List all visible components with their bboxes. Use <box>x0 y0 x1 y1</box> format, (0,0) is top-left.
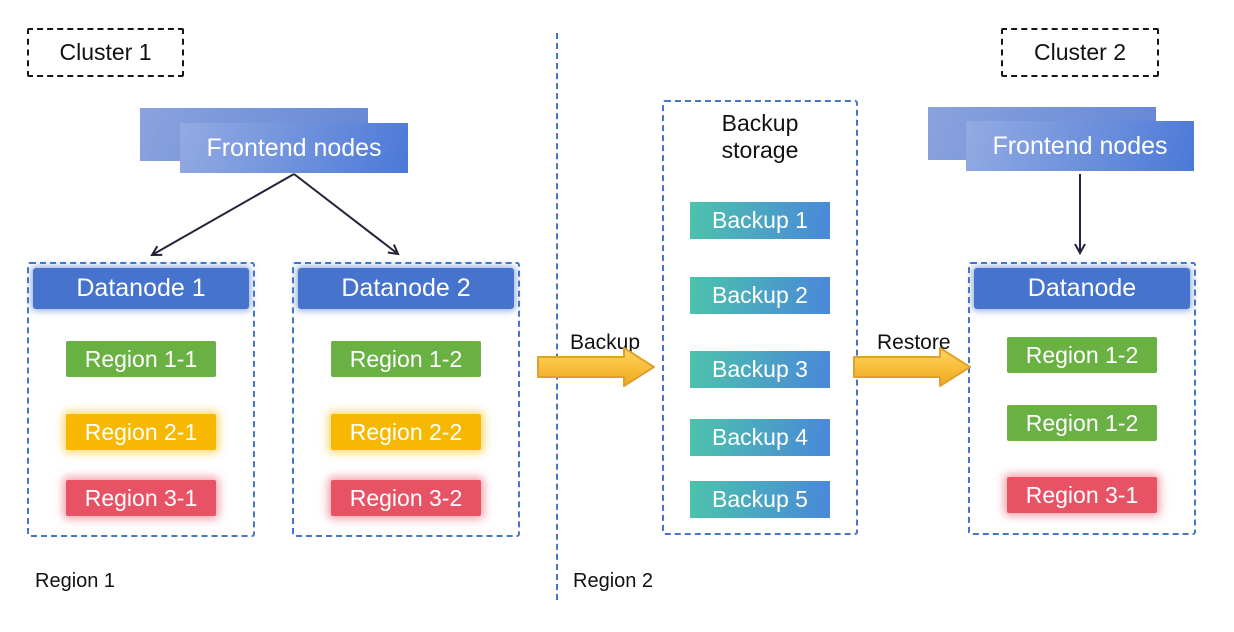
datanode1-container: Datanode 1 Region 1-1 Region 2-1 Region … <box>27 262 255 537</box>
region-separator-line <box>556 33 558 600</box>
datanode2-title: Datanode 2 <box>298 268 514 309</box>
restore-flow-label: Restore <box>877 331 951 354</box>
backup-storage-container: Backup storage Backup 1 Backup 2 Backup … <box>662 100 858 535</box>
region2-zone-label: Region 2 <box>573 570 654 592</box>
region-box: Region 1-2 <box>331 341 481 377</box>
cluster2-label-box: Cluster 2 <box>1001 28 1159 77</box>
region-box: Region 2-2 <box>331 414 481 450</box>
region-box: Region 2-1 <box>66 414 216 450</box>
frontend-nodes-box-1: Frontend nodes <box>180 123 408 173</box>
region-box: Region 1-2 <box>1007 337 1157 373</box>
restored-datanode-container: Datanode Region 1-2 Region 1-2 Region 3-… <box>968 262 1196 535</box>
backup-item: Backup 3 <box>690 351 830 388</box>
region-box: Region 1-2 <box>1007 405 1157 441</box>
region-box: Region 3-1 <box>1007 477 1157 513</box>
region-box: Region 3-2 <box>331 480 481 516</box>
backup-item: Backup 1 <box>690 202 830 239</box>
backup-item: Backup 5 <box>690 481 830 518</box>
frontend-to-datanode2-arrow <box>293 173 400 256</box>
cluster1-label-box: Cluster 1 <box>27 28 184 77</box>
backup-item: Backup 4 <box>690 419 830 456</box>
backup-storage-title: Backup storage <box>721 110 799 164</box>
backup-flow-label: Backup <box>570 331 641 354</box>
backup-item: Backup 2 <box>690 277 830 314</box>
datanode2-container: Datanode 2 Region 1-2 Region 2-2 Region … <box>292 262 520 537</box>
frontend-nodes-box-2: Frontend nodes <box>966 121 1194 171</box>
datanode1-title: Datanode 1 <box>33 268 249 309</box>
region-box: Region 1-1 <box>66 341 216 377</box>
frontend-to-datanode1-arrow <box>150 173 295 257</box>
region1-zone-label: Region 1 <box>35 570 116 592</box>
restored-datanode-title: Datanode <box>974 268 1190 309</box>
region-box: Region 3-1 <box>66 480 216 516</box>
